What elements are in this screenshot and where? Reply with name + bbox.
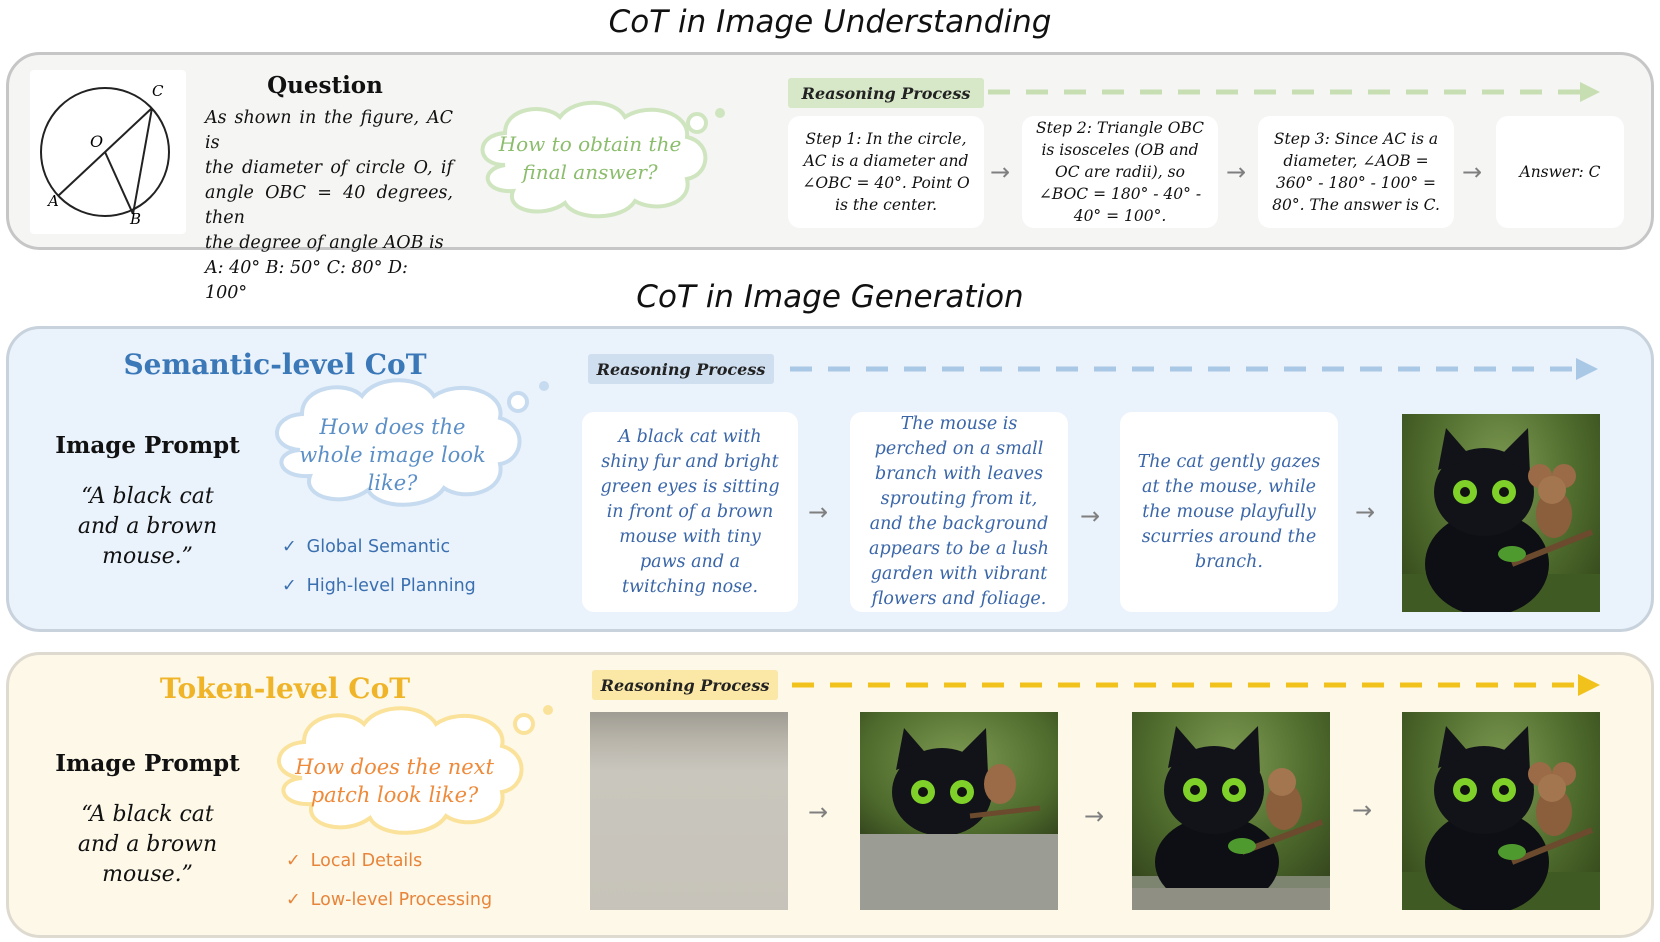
dashed-arrow-yellow [792,674,1600,696]
thought-text-green: How to obtain the final answer? [498,132,682,184]
token-title: Token-level CoT [159,672,411,705]
reasoning-label-semantic: Reasoning Process [588,354,774,384]
check-label: High-level Planning [306,576,476,596]
label-o: O [90,132,104,151]
arrow-icon: → [808,498,829,526]
question-line: the diameter of circle O, if [205,158,453,178]
semantic-prompt-heading: Image Prompt [55,432,240,459]
token-checklist: ✓ Local Details ✓ Low-level Processing [286,851,492,929]
token-prompt-heading: Image Prompt [55,750,240,777]
label-c: C [152,82,164,100]
cat-illustration [1132,726,1330,910]
arrow-icon: → [990,158,1011,186]
cat-mouse-image [1402,414,1600,612]
check-icon: ✓ [282,576,297,596]
token-panel [6,652,1654,938]
dashed-arrow-blue [790,358,1598,380]
answer-card: Answer: C [1496,116,1624,228]
step-card-2: Step 2: Triangle OBC is isosceles (OB an… [1022,116,1218,228]
question-line: angle OBC = 40 degrees, then [205,183,453,228]
cat-illustration [860,728,1058,910]
check-icon: ✓ [286,890,301,910]
cat-illustration [1402,428,1600,612]
check-label: Local Details [310,851,423,871]
question-line: A: 40° B: 50° C: 80° D: 100° [205,258,408,303]
label-a: A [48,192,59,210]
thought-text-blue: How does the whole image look like? [299,415,486,495]
step-card-1: Step 1: In the circle, AC is a diameter … [788,116,984,228]
patch-image-4 [1402,712,1600,910]
label-b: B [130,210,142,228]
reasoning-label-token: Reasoning Process [592,670,778,700]
question-line: As shown in the figure, AC is [205,108,453,153]
semantic-step-card-2: The mouse is perched on a small branch w… [850,412,1068,612]
arrow-icon: → [1080,502,1101,530]
token-prompt-text: “A black cat and a brown mouse.” [77,802,218,887]
semantic-prompt-text: “A black cat and a brown mouse.” [77,484,218,569]
geometry-figure: C O A B [30,70,186,234]
generation-title: CoT in Image Generation [636,279,1024,315]
check-item: ✓ Local Details [286,851,492,871]
semantic-panel [6,326,1654,632]
check-icon: ✓ [286,851,301,871]
arrow-icon: → [1084,802,1105,830]
thought-cloud-yellow [277,705,553,835]
check-label: Low-level Processing [310,890,493,910]
patch-image-2 [860,712,1058,910]
patch-image-3 [1132,712,1330,910]
semantic-checklist: ✓ Global Semantic ✓ High-level Planning [282,537,476,615]
question-text: As shown in the figure, AC is the diamet… [205,106,453,306]
arrow-icon: → [1355,498,1376,526]
arrow-icon: → [1352,796,1373,824]
check-icon: ✓ [282,537,297,557]
arrow-icon: → [808,798,829,826]
arrow-icon: → [1462,158,1483,186]
question-heading: Question [267,72,383,99]
semantic-step-card-1: A black cat with shiny fur and bright gr… [582,412,798,612]
circle-diagram [40,87,170,217]
semantic-title: Semantic-level CoT [123,348,427,381]
check-item: ✓ Global Semantic [282,537,476,557]
check-item: ✓ High-level Planning [282,576,476,596]
thought-text-yellow: How does the next patch look like? [295,755,494,807]
thought-cloud-green [480,100,725,219]
reasoning-label-understanding: Reasoning Process [788,78,984,108]
thought-cloud-blue [275,378,549,507]
step-card-3: Step 3: Since AC is a diameter, ∠AOB = 3… [1258,116,1454,228]
arrow-icon: → [1226,158,1247,186]
check-item: ✓ Low-level Processing [286,890,492,910]
dashed-arrow-green [988,82,1600,102]
semantic-step-card-3: The cat gently gazes at the mouse, while… [1120,412,1338,612]
patch-image-1 [590,712,788,910]
understanding-title: CoT in Image Understanding [608,4,1052,40]
check-label: Global Semantic [306,537,451,557]
cat-illustration [1402,726,1600,910]
question-line: the degree of angle AOB is [205,233,444,253]
